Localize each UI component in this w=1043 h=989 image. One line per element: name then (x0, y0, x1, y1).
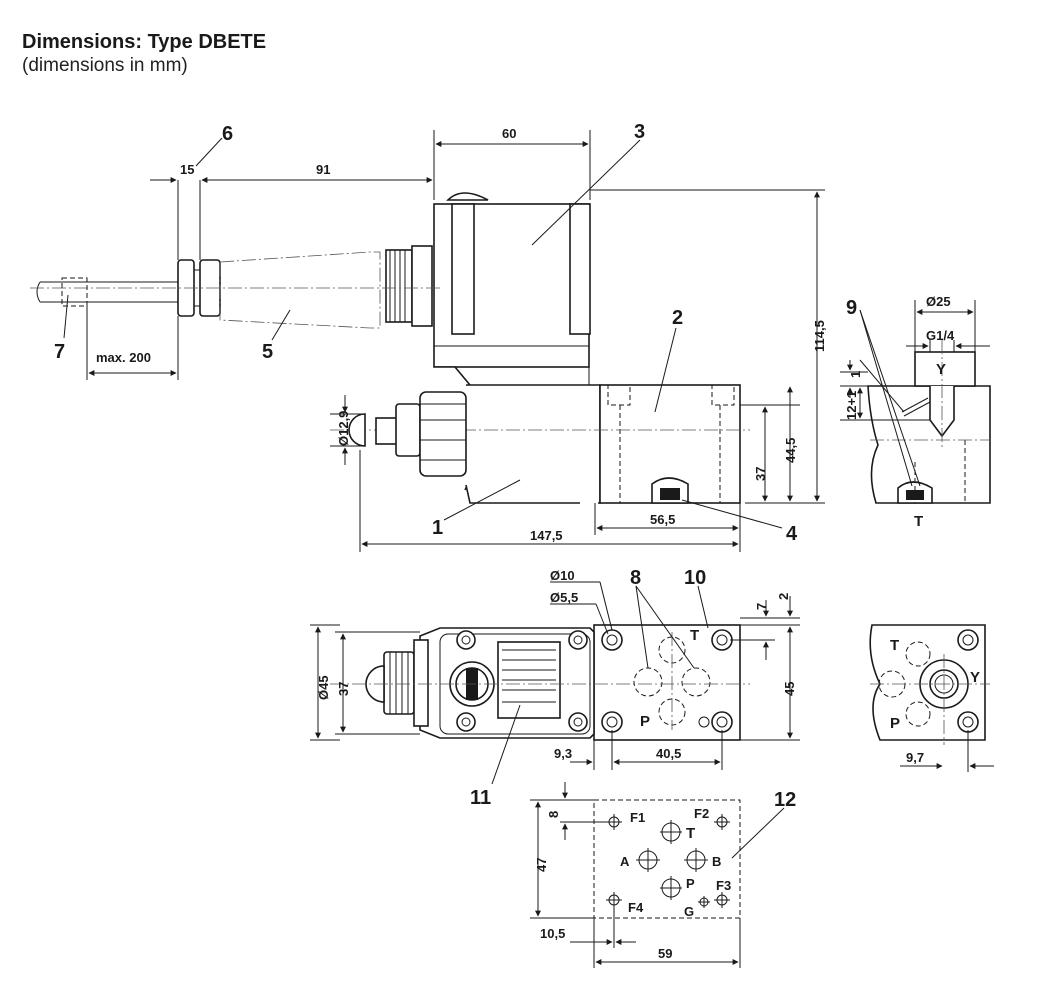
callout-12: 12 (774, 789, 796, 811)
side-view-labels: 15 91 60 max. 200 37 44,5 114,5 Ø12,9 14… (54, 121, 827, 545)
dim-12-9-dia: Ø12,9 (336, 411, 351, 446)
dim-g1-4: G1/4 (926, 328, 955, 343)
dim-45: 45 (782, 682, 797, 696)
callout-6: 6 (222, 123, 233, 145)
dim-56-5: 56,5 (650, 512, 675, 527)
mounting-pattern: 47 8 10,5 59 F1 F2 T A B P F3 F4 G 12 (530, 782, 796, 968)
callout-8: 8 (630, 567, 641, 589)
dim-12-plus-1: 12+1 (844, 391, 859, 420)
dim-max-200: max. 200 (96, 350, 151, 365)
mount-port-f3: F3 (716, 878, 731, 893)
dim-7: 7 (754, 603, 769, 610)
section-y-view: Ø25 G1/4 1 12+1 9 Y T (840, 294, 991, 530)
heading: Dimensions: Type DBETE (dimensions in mm… (22, 31, 266, 77)
dim-59: 59 (658, 946, 672, 961)
dim-44-5: 44,5 (783, 438, 798, 463)
top-port-p: P (640, 713, 650, 730)
mount-port-f1: F1 (630, 810, 645, 825)
dim-60: 60 (502, 126, 516, 141)
dim-1: 1 (848, 371, 863, 378)
dim-47: 47 (534, 858, 549, 872)
dim-37: 37 (753, 467, 768, 481)
callout-5: 5 (262, 341, 273, 363)
top-port-t: T (690, 627, 699, 644)
dim-10-dia: Ø10 (550, 568, 575, 583)
callout-10: 10 (684, 567, 706, 589)
port-t-label: T (914, 513, 923, 530)
dim-37-top: 37 (336, 682, 351, 696)
dim-91: 91 (316, 162, 330, 177)
callout-9: 9 (846, 297, 857, 319)
dim-45-dia: Ø45 (316, 675, 331, 700)
dim-8: 8 (546, 811, 561, 818)
top-view: Ø45 37 45 7 2 Ø10 Ø5,5 9,3 40,5 T P 8 10… (310, 567, 800, 809)
mount-port-b: B (712, 854, 721, 869)
dim-2: 2 (776, 593, 791, 600)
dim-9-7: 9,7 (906, 750, 924, 765)
dim-114-5: 114,5 (812, 320, 827, 352)
dim-10-5: 10,5 (540, 926, 565, 941)
dim-40-5: 40,5 (656, 746, 681, 761)
mount-port-g: G (684, 904, 694, 919)
side-view-dimensions (63, 130, 825, 552)
callout-4: 4 (786, 523, 798, 545)
mount-port-a: A (620, 854, 630, 869)
mount-port-f2: F2 (694, 806, 709, 821)
dim-5-5-dia: Ø5,5 (550, 590, 578, 605)
end-view: 9,7 T P Y (869, 624, 994, 772)
end-port-y: Y (970, 669, 980, 686)
mount-port-t: T (686, 825, 695, 842)
side-view (30, 192, 750, 510)
dim-25-dia: Ø25 (926, 294, 951, 309)
callout-11: 11 (470, 787, 491, 809)
port-y-label: Y (936, 361, 946, 378)
dim-147-5: 147,5 (530, 528, 563, 543)
dim-9-3: 9,3 (554, 746, 572, 761)
dim-15: 15 (180, 162, 194, 177)
callout-1: 1 (432, 517, 443, 539)
end-port-p: P (890, 715, 900, 732)
mount-port-p: P (686, 876, 695, 891)
callout-3: 3 (634, 121, 645, 143)
callout-2: 2 (672, 307, 683, 329)
mount-port-f4: F4 (628, 900, 644, 915)
callout-7: 7 (54, 341, 65, 363)
page-subtitle: (dimensions in mm) (22, 55, 188, 76)
end-port-t: T (890, 637, 899, 654)
page-title: Dimensions: Type DBETE (22, 31, 267, 53)
